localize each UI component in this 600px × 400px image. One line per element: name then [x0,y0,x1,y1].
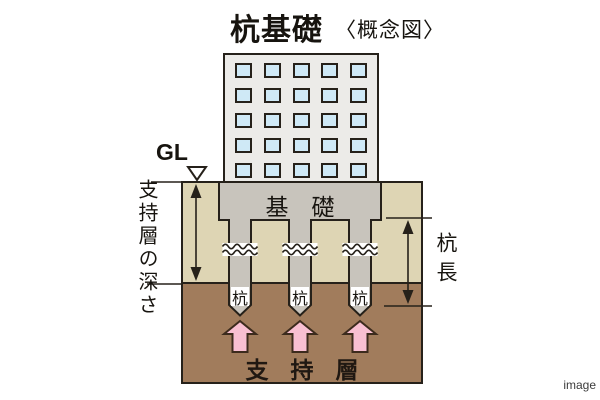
building-window [235,163,252,178]
building-window [321,63,339,78]
building [223,53,379,183]
gl-label: GL [156,139,188,165]
building-window [263,163,281,178]
title-sub: 〈概念図〉 [335,18,445,42]
pile-label-2: 杭 [291,287,309,308]
building-window [350,138,367,153]
bearing-stratum-label: 支持層 [245,357,381,383]
building-window [292,138,310,153]
building-window [292,113,310,128]
building-window [321,113,339,128]
building-window [350,163,367,178]
building-window [350,113,367,128]
building-window [263,88,281,103]
foundation-label: 基礎 [265,194,358,220]
building-window [350,63,367,78]
building-window [235,63,252,78]
building-window [292,88,310,103]
building-window [263,138,281,153]
building-window [263,63,281,78]
building-window [263,113,281,128]
pile-label-1: 杭 [231,287,249,308]
building-window [292,163,310,178]
diagram-title: 杭基礎 〈概念図〉 [230,8,570,47]
building-window [235,113,252,128]
building-window [235,138,252,153]
building-window [321,88,339,103]
bearing-depth-label: 支持層の深さ [135,179,157,317]
gl-triangle-icon [186,166,208,182]
building-window [350,88,367,103]
foundation-block [218,181,382,221]
building-window [292,63,310,78]
building-window [235,88,252,103]
pile-length-label: 杭長 [434,232,457,290]
pile-label-3: 杭 [351,287,369,308]
watermark-text: image [563,378,596,392]
title-main: 杭基礎 [230,14,323,47]
window-grid [225,55,377,181]
building-window [321,163,339,178]
building-window [321,138,339,153]
